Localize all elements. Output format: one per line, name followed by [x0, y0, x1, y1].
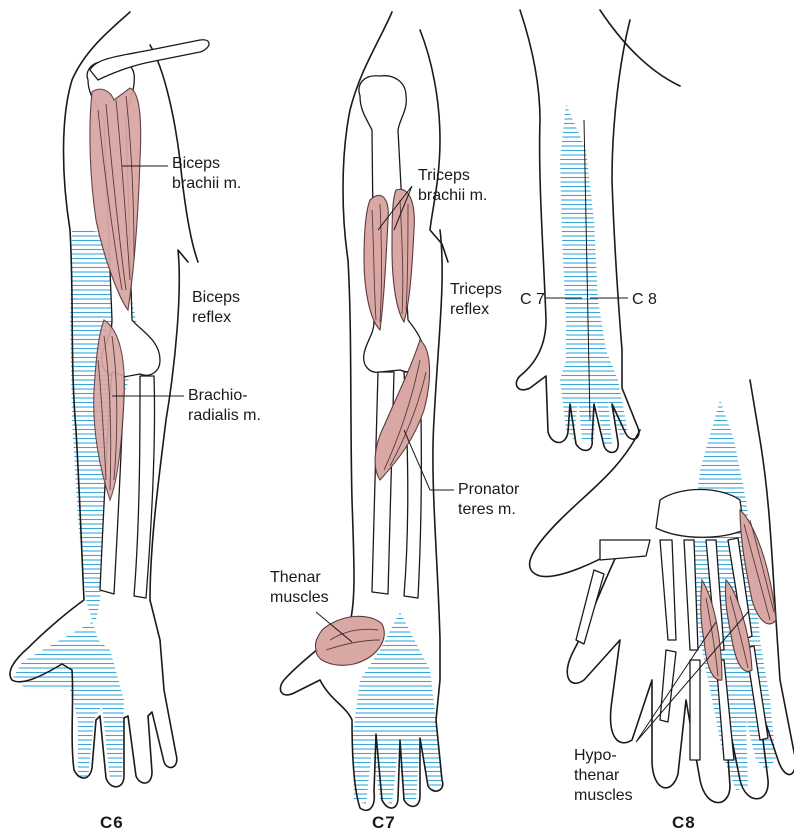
c7-pronator-label-2: teres m.: [458, 501, 516, 518]
panel-c6: Biceps brachii m. Biceps reflex Brachio-…: [10, 12, 261, 832]
c6-reflex-label-2: reflex: [192, 309, 231, 326]
c6-biceps-label-1: Biceps: [172, 155, 220, 172]
c7-thenar-label-2: muscles: [270, 589, 329, 606]
c7-reflex-label-1: Triceps: [450, 281, 502, 298]
c7-reflex-label-2: reflex: [450, 301, 489, 318]
c6-caption: C6: [100, 813, 124, 832]
c7-triceps-label-1: Triceps: [418, 167, 470, 184]
c6-reflex-label-1: Biceps: [192, 289, 240, 306]
c7-upper-outline: [420, 30, 448, 262]
c7-pronator-label-1: Pronator: [458, 481, 520, 498]
c7-thenar-label-1: Thenar: [270, 569, 321, 586]
panel-c8-forearm: C 7 C 8: [516, 10, 680, 452]
c8-hypo-label-3: muscles: [574, 787, 633, 804]
c8-c8-label: C 8: [632, 291, 657, 308]
panel-c7: Triceps brachii m. Triceps reflex Pronat…: [270, 12, 520, 832]
c8-upper-arm-outline: [600, 10, 680, 86]
c7-caption: C7: [372, 813, 396, 832]
panel-c8-hand: Hypo- thenar muscles C8: [530, 380, 794, 832]
c8-hypo-label-1: Hypo-: [574, 747, 617, 764]
c8-caption: C8: [672, 813, 696, 832]
c6-clavicle: [90, 40, 209, 80]
c8-c7-dermatome-strip: [560, 104, 628, 444]
c6-brachio-label-2: radialis m.: [188, 407, 261, 424]
c7-triceps-label-2: brachii m.: [418, 187, 487, 204]
c7-radius: [372, 372, 394, 594]
c8-hypo-label-2: thenar: [574, 767, 620, 784]
c6-biceps-label-2: brachii m.: [172, 175, 241, 192]
c6-shoulder-outline: [150, 45, 198, 262]
c6-brachio-label-1: Brachio-: [188, 387, 248, 404]
c8-c7-label: C 7: [520, 291, 545, 308]
